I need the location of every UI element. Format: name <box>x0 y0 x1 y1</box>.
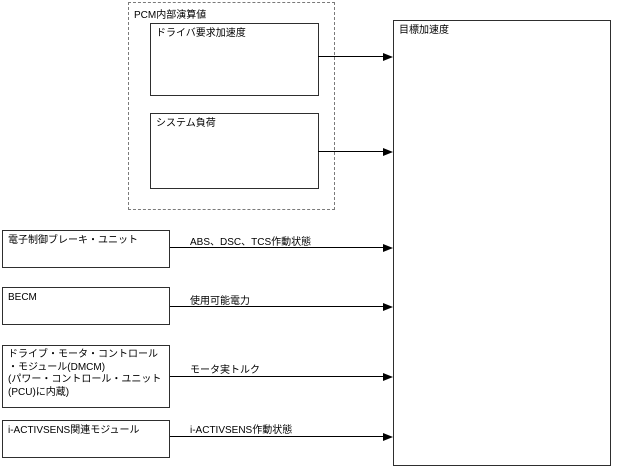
electronic-brake-unit-box: 電子制御ブレーキ・ユニット <box>2 230 170 268</box>
arrow-abs-dsc-tcs-label: ABS、DSC、TCS作動状態 <box>190 237 312 248</box>
arrow-available-power-head-icon <box>383 303 393 311</box>
target-acceleration-box: 目標加速度 <box>393 20 611 466</box>
arrow-available-power-line <box>170 306 384 307</box>
arrow-available-power-label: 使用可能電力 <box>190 296 250 307</box>
pcm-internal-group: PCM内部演算値 ドライバ要求加速度 システム負荷 <box>128 2 335 210</box>
dmcm-box: ドライブ・モータ・コントロール ・モジュール(DMCM) (パワー・コントロール… <box>2 345 170 408</box>
arrow-abs-dsc-tcs-line <box>170 247 384 248</box>
arrow-motor-torque-head-icon <box>383 373 393 381</box>
system-load-box: システム負荷 <box>150 113 319 189</box>
arrow-motor-torque-line <box>170 376 384 377</box>
becm-box: BECM <box>2 287 170 325</box>
arrow-system-load-line <box>318 151 384 152</box>
driver-requested-acceleration-box: ドライバ要求加速度 <box>150 23 319 96</box>
arrow-system-load-head-icon <box>383 148 393 156</box>
arrow-driver-accel-line <box>318 56 384 57</box>
pcm-internal-group-label: PCM内部演算値 <box>134 10 207 21</box>
arrow-motor-torque-label: モータ実トルク <box>190 365 260 376</box>
arrow-abs-dsc-tcs-head-icon <box>383 244 393 252</box>
arrow-driver-accel-head-icon <box>383 53 393 61</box>
arrow-i-activsens-status-line <box>170 436 384 437</box>
arrow-i-activsens-status-label: i-ACTIVSENS作動状態 <box>190 425 293 436</box>
i-activsens-module-box: i-ACTIVSENS関連モジュール <box>2 420 170 458</box>
arrow-i-activsens-status-head-icon <box>383 433 393 441</box>
